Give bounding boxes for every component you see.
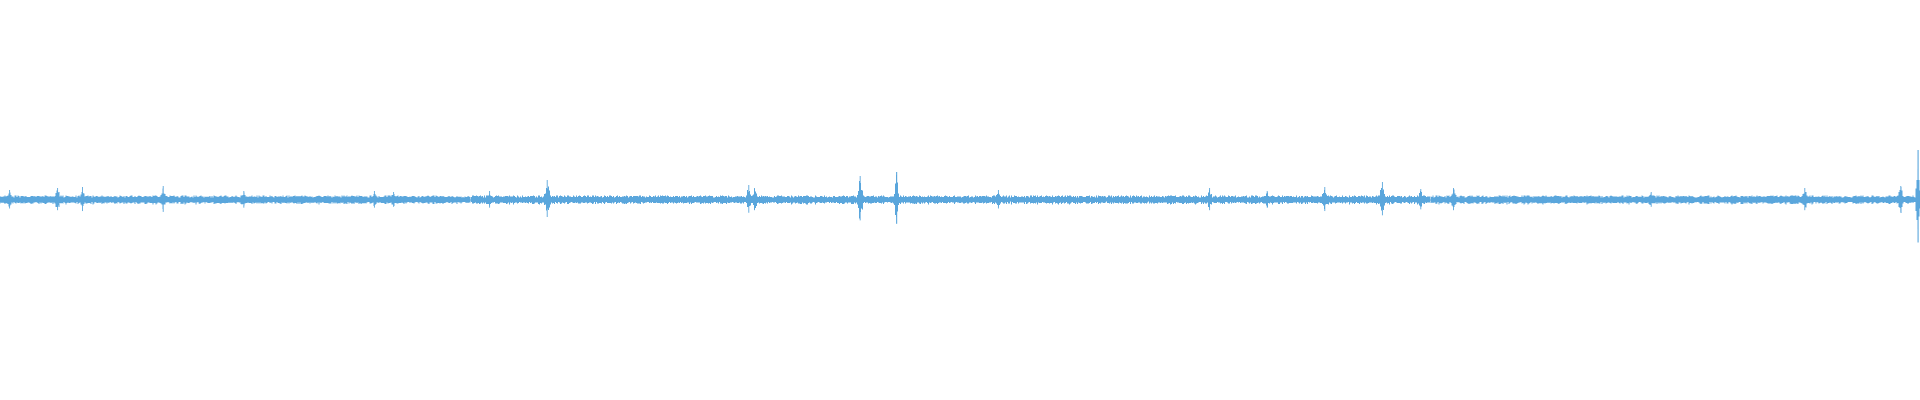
waveform-series <box>0 150 1920 243</box>
